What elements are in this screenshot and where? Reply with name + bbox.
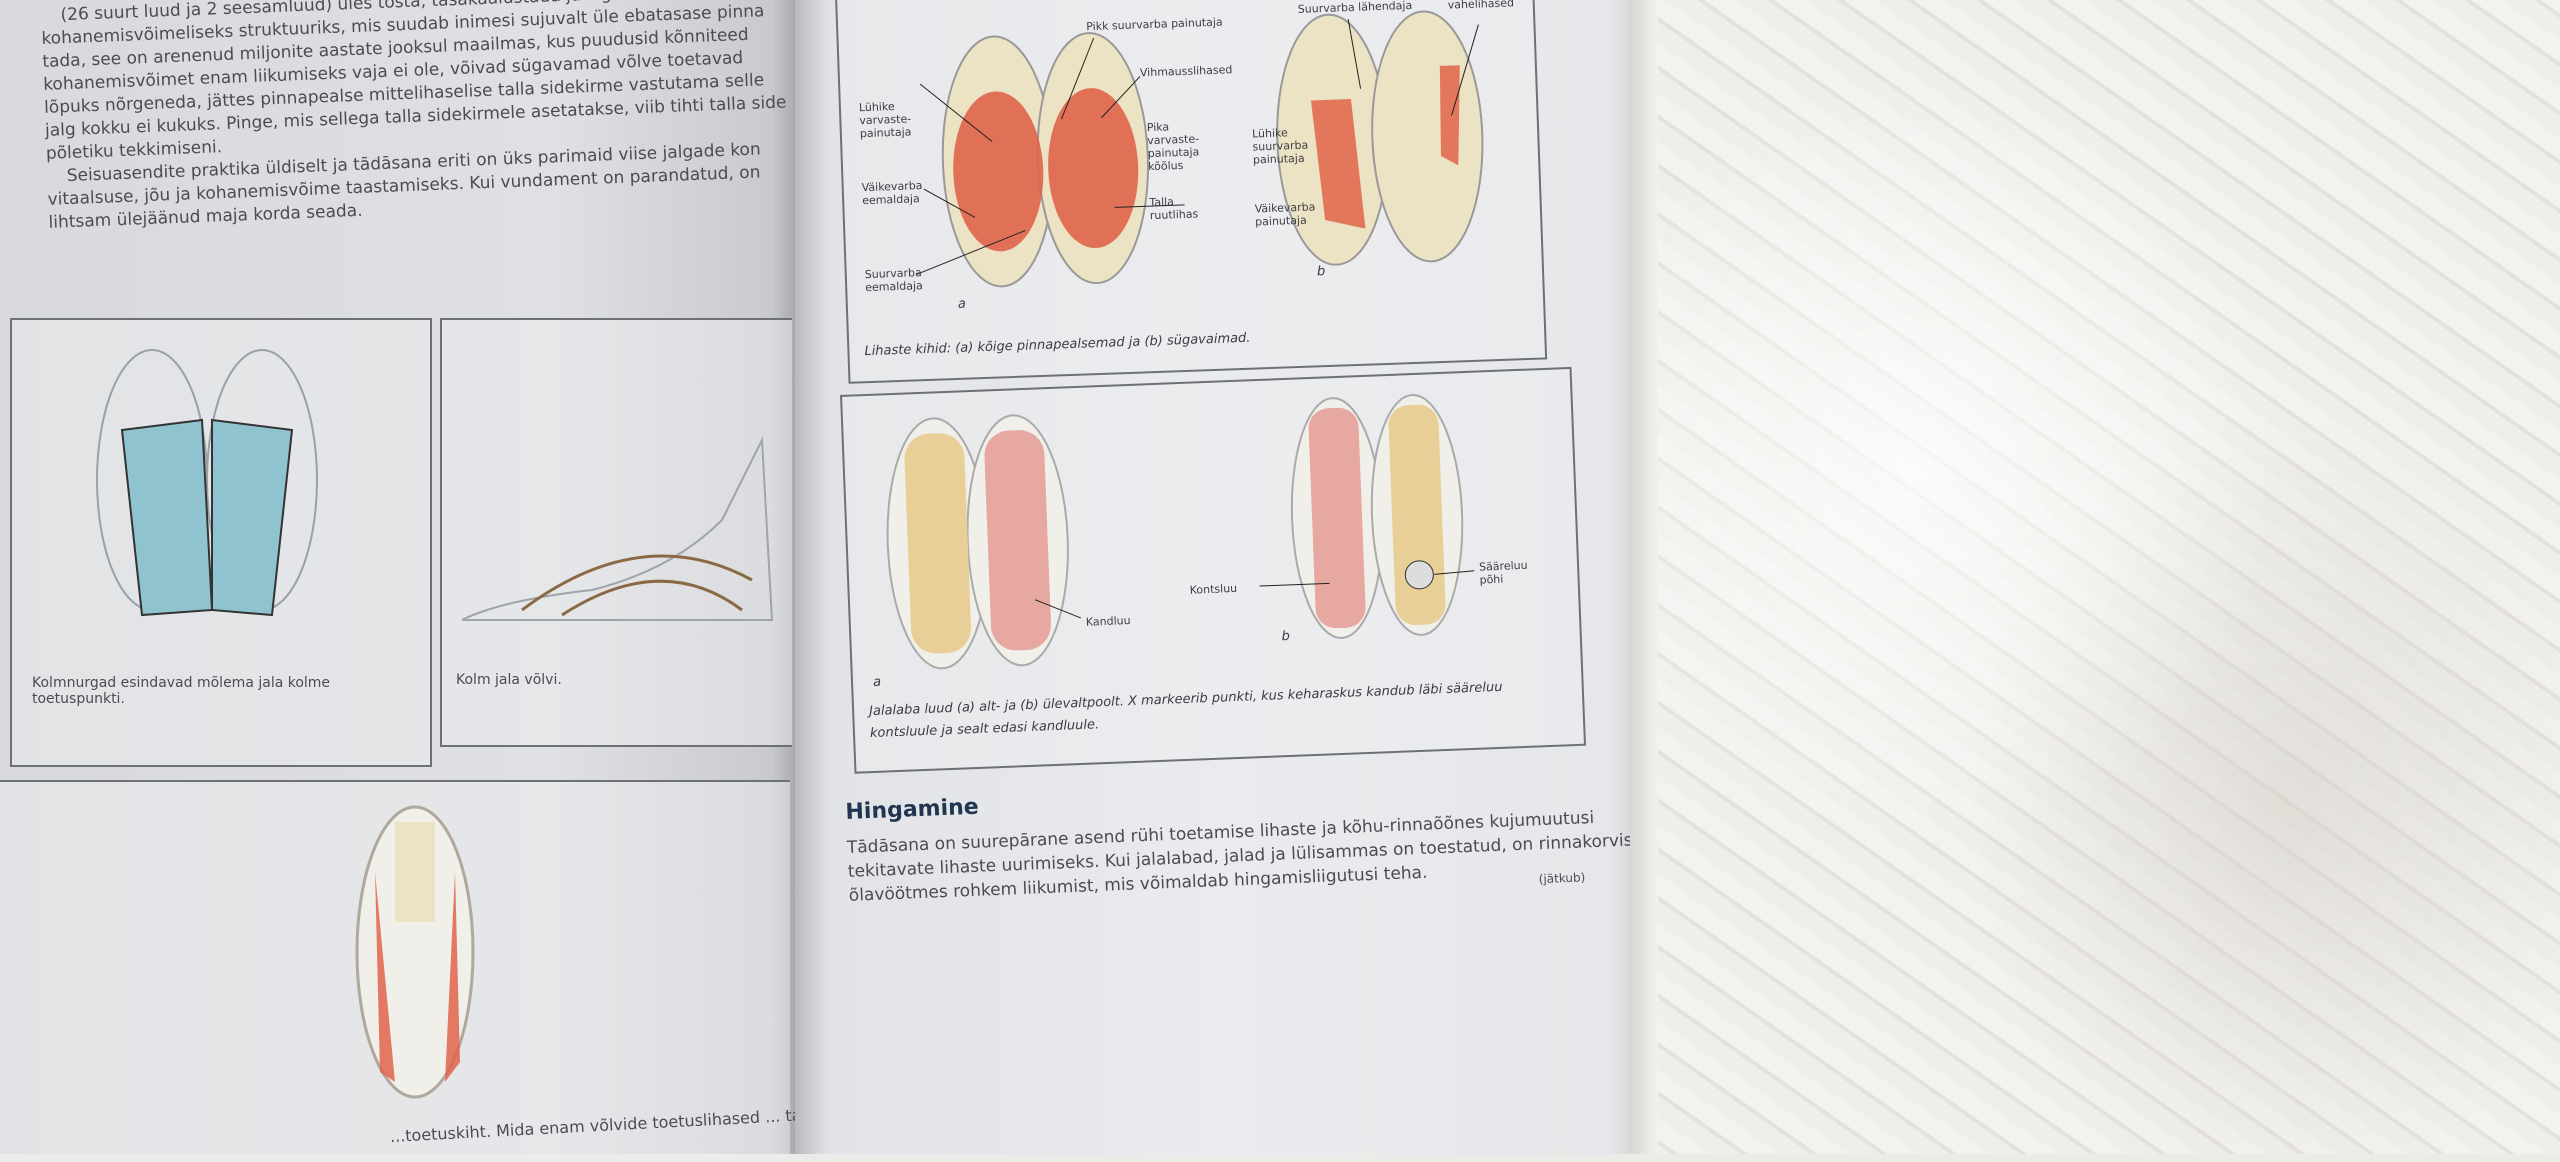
- label-kandluu: Kandluu: [1085, 614, 1131, 629]
- figure-caption: Lihaste kihid: (a) kõige pinnapealsemad …: [864, 330, 1251, 360]
- continued-note: (jätkub): [1538, 870, 1586, 887]
- figure-caption: Kolm jala võlvi.: [456, 672, 562, 688]
- figure-triangles: Kolmnurgad esindavad mõlema jala kolme t…: [10, 318, 432, 767]
- label-b: b: [1316, 264, 1326, 280]
- label-kontsluu: Kontsluu: [1189, 581, 1238, 597]
- label-b: b: [1281, 628, 1291, 645]
- figure-foot-bones: Kandluu Kontsluu Sääreluu põhi a b Jalal…: [840, 366, 1587, 774]
- figure-arches: Kolm jala võlvi.: [440, 318, 792, 747]
- label-suurvarba-eemaldaja: Suurvarba eemaldaja: [864, 266, 924, 295]
- foot-muscles-illustration: [916, 10, 1484, 288]
- foot-bones-illustration: [886, 394, 1475, 670]
- book-edge: [1630, 0, 1658, 1154]
- label-vaikevarba-painutaja: Väikevarba painutaja: [1254, 200, 1316, 229]
- section-heading: Hingamine: [845, 794, 980, 825]
- foot-arches-illustration: [461, 436, 774, 621]
- figure-caption-line: kontsluule ja sealt edasi kandluule.: [869, 717, 1100, 742]
- figure-muscle-layers: Pikk suurvarba painutaja Vihmausslihased…: [835, 0, 1548, 384]
- label-vaikevarba-eemaldaja: Väikevarba eemaldaja: [861, 179, 923, 208]
- figure-caption: Kolmnurgad esindavad mõlema jala kolme t…: [32, 675, 331, 707]
- text-line: põletiku tekkimiseni.: [45, 137, 223, 164]
- foot-muscle-illustration: [355, 805, 475, 1099]
- fabric-background: [1640, 0, 2560, 1154]
- feet-triangles-illustration: [96, 349, 318, 617]
- label-pika-varvaste: Pika varvaste- painutaja kõõlus: [1146, 120, 1200, 174]
- label-luhike-suurvarba: Lühike suurvarba painutaja: [1251, 126, 1309, 167]
- label-saareluu-pohi: Sääreluu põhi: [1478, 558, 1528, 587]
- label-a: a: [872, 674, 882, 690]
- label-a: a: [957, 296, 967, 312]
- figure-foot-bottom: ...toetuskiht. Mida enam võlvide toetusl…: [0, 780, 821, 1162]
- right-page: Pikk suurvarba painutaja Vihmausslihased…: [795, 0, 1653, 1154]
- left-page: (26 suurt luud ja 2 seesamluud) üles tõs…: [0, 0, 865, 1162]
- label-talla-ruutlihas: Talla ruutlihas: [1149, 195, 1199, 223]
- label-luhike-varvaste: Lühike varvaste- painutaja: [858, 99, 912, 141]
